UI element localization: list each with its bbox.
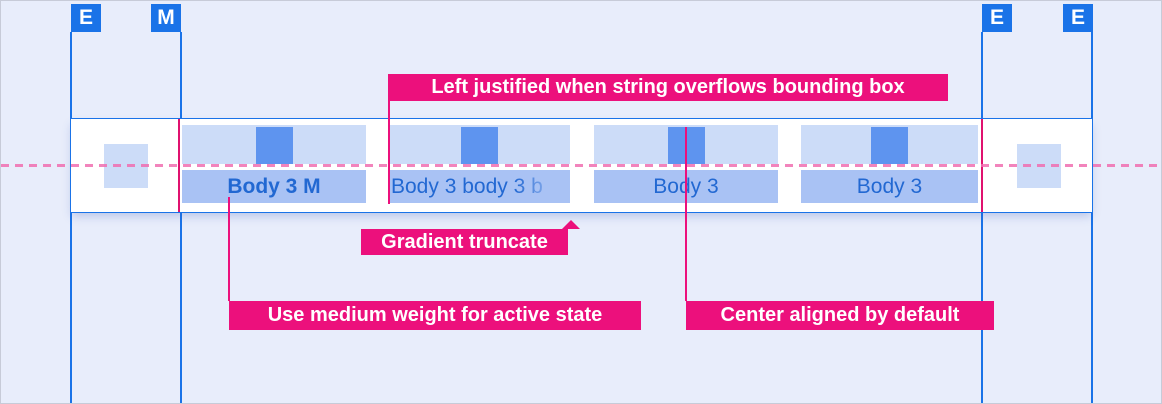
margin-guide-line-top: [180, 32, 182, 119]
edge-marker-badge-left: E: [71, 4, 101, 32]
margin-marker-badge: M: [151, 4, 181, 32]
vertical-center-dashed-line: [1, 164, 1161, 167]
pointer-left-justified: [388, 101, 390, 204]
margin-guide-line-bottom: [180, 212, 182, 403]
tab-item-truncated[interactable]: Body 3 body 3 b: [389, 125, 570, 203]
tab-icon: [255, 127, 293, 164]
edge-marker-badge-right-inner: E: [982, 4, 1012, 32]
gradient-fade-overlay: [514, 170, 570, 203]
tab-label: Body 3 M: [182, 170, 366, 203]
annotation-left-justified: Left justified when string overflows bou…: [388, 74, 948, 101]
annotation-gradient-truncate: Gradient truncate: [361, 229, 568, 255]
edge-marker-badge-right: E: [1063, 4, 1093, 32]
edge-guide-line-left: [70, 32, 72, 403]
edge-guide-line-right: [1091, 32, 1093, 403]
tab-icon: [461, 127, 498, 164]
annotation-medium-weight: Use medium weight for active state: [229, 301, 641, 330]
pointer-medium-weight: [228, 197, 230, 301]
tab-item-4[interactable]: Body 3: [801, 125, 978, 203]
caret-up-icon: [562, 220, 580, 229]
pointer-center-aligned: [685, 127, 687, 301]
tab-item-active[interactable]: Body 3 M: [182, 125, 366, 203]
annotation-center-aligned: Center aligned by default: [686, 301, 994, 330]
tab-label: Body 3: [801, 170, 978, 203]
tab-icon: [871, 127, 908, 164]
edge-guide-line-right-inner-top: [981, 32, 983, 119]
